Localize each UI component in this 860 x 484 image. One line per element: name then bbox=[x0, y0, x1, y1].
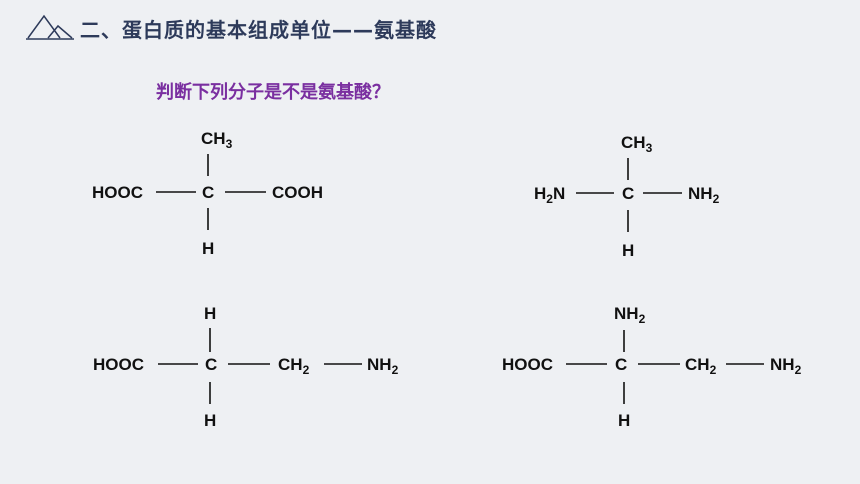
mol2-left: H2N bbox=[534, 184, 565, 206]
mol4-top: NH2 bbox=[614, 304, 646, 326]
mol3-right: CH2 bbox=[278, 355, 310, 377]
mol1-bottom: H bbox=[202, 239, 214, 258]
mol4-left: HOOC bbox=[502, 355, 553, 374]
mol1-right: COOH bbox=[272, 183, 323, 202]
molecule-3: H HOOC C CH2 NH2 H bbox=[93, 304, 399, 430]
mol4-far-right: NH2 bbox=[770, 355, 802, 377]
mol4-bottom: H bbox=[618, 411, 630, 430]
question-text: 判断下列分子是不是氨基酸？ bbox=[156, 82, 390, 103]
mol3-top: H bbox=[204, 304, 216, 323]
mol3-center: C bbox=[205, 355, 217, 374]
mountain-triangle-icon bbox=[26, 14, 74, 40]
molecule-1: CH3 HOOC C COOH H bbox=[92, 129, 323, 258]
mol4-right: CH2 bbox=[685, 355, 717, 377]
mol2-center: C bbox=[622, 184, 634, 203]
mol2-right: NH2 bbox=[688, 184, 720, 206]
mol1-center: C bbox=[202, 183, 214, 202]
mol2-bottom: H bbox=[622, 241, 634, 260]
mol1-left: HOOC bbox=[92, 183, 143, 202]
mol4-center: C bbox=[615, 355, 627, 374]
mol3-bottom: H bbox=[204, 411, 216, 430]
molecule-4: NH2 HOOC C CH2 NH2 H bbox=[502, 304, 802, 430]
mol3-left: HOOC bbox=[93, 355, 144, 374]
mol3-far-right: NH2 bbox=[367, 355, 399, 377]
molecule-2: CH3 H2N C NH2 H bbox=[534, 133, 720, 260]
mol1-top: CH3 bbox=[201, 129, 233, 151]
page-title: 二、蛋白质的基本组成单位——氨基酸 bbox=[80, 18, 437, 42]
mol2-top: CH3 bbox=[621, 133, 653, 155]
